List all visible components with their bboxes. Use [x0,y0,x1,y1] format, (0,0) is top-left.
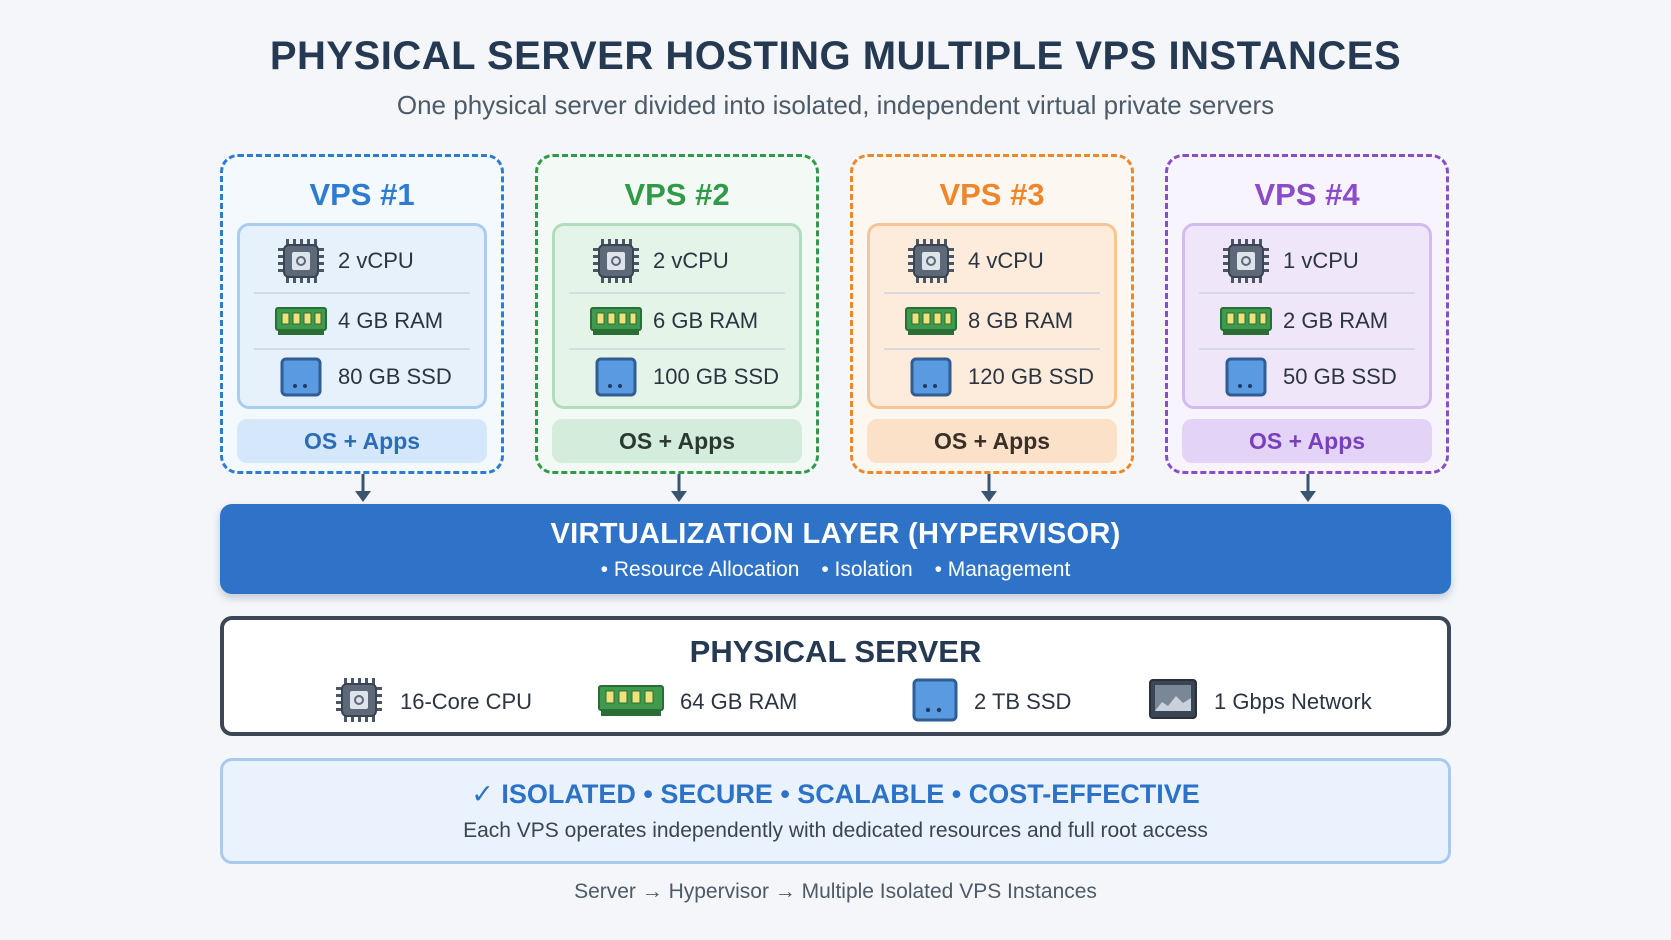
vps-cpu-row: 2 vCPU [569,236,785,286]
ram-module-icon [589,305,643,337]
checkmark-icon: ✓ [471,779,494,809]
vps-spec-box: 2 vCPU 4 GB RAM 80 GB SSD [237,223,487,409]
page-title: PHYSICAL SERVER HOSTING MULTIPLE VPS INS… [269,34,1402,78]
vps-spec-box: 2 vCPU 6 GB RAM 100 GB SSD [552,223,802,409]
physical-server-title: PHYSICAL SERVER [689,634,982,669]
vps-card-3: VPS #3 4 vCPU 8 GB RAM 120 GB SSD OS + Apps [850,154,1134,474]
vps-ssd-row: 50 GB SSD [1199,352,1415,402]
vps-divider [1199,292,1415,294]
vps-ssd-label: 100 GB SSD [653,364,779,389]
vps-divider [254,348,470,350]
hypervisor-feature-allocation: • Resource Allocation [600,558,800,581]
physical-ssd: 2 TB SSD [912,678,1071,726]
cpu-chip-icon [274,237,328,285]
down-arrow-icon [979,474,999,504]
physical-cpu: 16-Core CPU [334,676,533,729]
ssd-drive-icon [274,357,328,397]
vps-divider [569,292,785,294]
vps-ram-label: 4 GB RAM [338,308,444,333]
vps-cpu-label: 4 vCPU [968,248,1044,273]
vps-ram-label: 2 GB RAM [1283,308,1389,333]
vps-ssd-label: 120 GB SSD [968,364,1094,389]
vps-card-4: VPS #4 1 vCPU 2 GB RAM 50 GB SSD OS + Apps [1165,154,1449,474]
vps-ssd-row: 100 GB SSD [569,352,785,402]
vps-ram-label: 8 GB RAM [968,308,1074,333]
vps-ssd-row: 120 GB SSD [884,352,1100,402]
physical-ssd-label: 2 TB SSD [974,689,1072,714]
vps-divider [884,292,1100,294]
vps-ssd-label: 50 GB SSD [1283,364,1397,389]
vps-cpu-row: 4 vCPU [884,236,1100,286]
vps-spec-box: 1 vCPU 2 GB RAM 50 GB SSD [1182,223,1432,409]
vps-ram-label: 6 GB RAM [653,308,759,333]
down-arrow-icon [353,474,373,504]
vps-cpu-label: 1 vCPU [1283,248,1359,273]
ssd-drive-icon [904,357,958,397]
cpu-chip-icon [1219,237,1273,285]
vps-divider [884,348,1100,350]
benefits-title: ✓ ISOLATED • SECURE • SCALABLE • COST-EF… [223,779,1448,810]
vps-divider [1199,348,1415,350]
ram-module-icon [598,682,664,723]
ram-module-icon [1219,305,1273,337]
vps-cpu-row: 1 vCPU [1199,236,1415,286]
hypervisor-features: • Resource Allocation • Isolation • Mana… [220,558,1451,582]
ram-module-icon [274,305,328,337]
vps-cpu-row: 2 vCPU [254,236,470,286]
vps-ram-row: 4 GB RAM [254,296,470,346]
vps-title: VPS #2 [624,177,730,212]
hypervisor-feature-isolation: • Isolation [821,558,913,581]
vps-title: VPS #1 [309,177,415,212]
vps-ssd-row: 80 GB SSD [254,352,470,402]
ssd-drive-icon [1219,357,1273,397]
vps-os-apps: OS + Apps [552,419,802,463]
vps-os-apps: OS + Apps [1182,419,1432,463]
vps-os-apps: OS + Apps [867,419,1117,463]
footer-caption: Server → Hypervisor → Multiple Isolated … [574,880,1097,903]
cpu-chip-icon [334,676,384,729]
physical-ram-label: 64 GB RAM [680,689,798,714]
page-subtitle: One physical server divided into isolate… [396,90,1275,120]
vps-card-1: VPS #1 2 vCPU 4 GB RAM 80 GB SSD OS + Apps [220,154,504,474]
vps-divider [254,292,470,294]
cpu-chip-icon [904,237,958,285]
vps-os-apps: OS + Apps [237,419,487,463]
vps-ssd-label: 80 GB SSD [338,364,452,389]
vps-ram-row: 8 GB RAM [884,296,1100,346]
physical-network: 1 Gbps Network [1148,678,1372,726]
benefits-subtitle: Each VPS operates independently with ded… [463,819,1208,842]
down-arrow-icon [1298,474,1318,504]
network-monitor-icon [1148,678,1198,727]
vps-ram-row: 6 GB RAM [569,296,785,346]
cpu-chip-icon [589,237,643,285]
vps-cpu-label: 2 vCPU [338,248,414,273]
vps-card-2: VPS #2 2 vCPU 6 GB RAM 100 GB SSD OS + Apps [535,154,819,474]
benefits-box: ✓ ISOLATED • SECURE • SCALABLE • COST-EF… [220,758,1451,864]
vps-title: VPS #3 [939,177,1045,212]
vps-divider [569,348,785,350]
physical-ram: 64 GB RAM [598,678,797,726]
ram-module-icon [904,305,958,337]
physical-network-label: 1 Gbps Network [1214,689,1372,714]
vps-title: VPS #4 [1254,177,1360,212]
hypervisor-title: VIRTUALIZATION LAYER (HYPERVISOR) [550,518,1121,550]
ssd-drive-icon [589,357,643,397]
benefits-title-text: ISOLATED • SECURE • SCALABLE • COST-EFFE… [501,779,1200,809]
vps-cpu-label: 2 vCPU [653,248,729,273]
down-arrow-icon [669,474,689,504]
hypervisor-feature-management: • Management [934,558,1071,581]
vps-ram-row: 2 GB RAM [1199,296,1415,346]
hypervisor-layer: VIRTUALIZATION LAYER (HYPERVISOR) • Reso… [220,504,1451,594]
vps-spec-box: 4 vCPU 8 GB RAM 120 GB SSD [867,223,1117,409]
physical-server: PHYSICAL SERVER 16-Core CPU [220,616,1451,736]
ssd-drive-icon [912,678,958,727]
physical-cpu-label: 16-Core CPU [400,689,533,714]
